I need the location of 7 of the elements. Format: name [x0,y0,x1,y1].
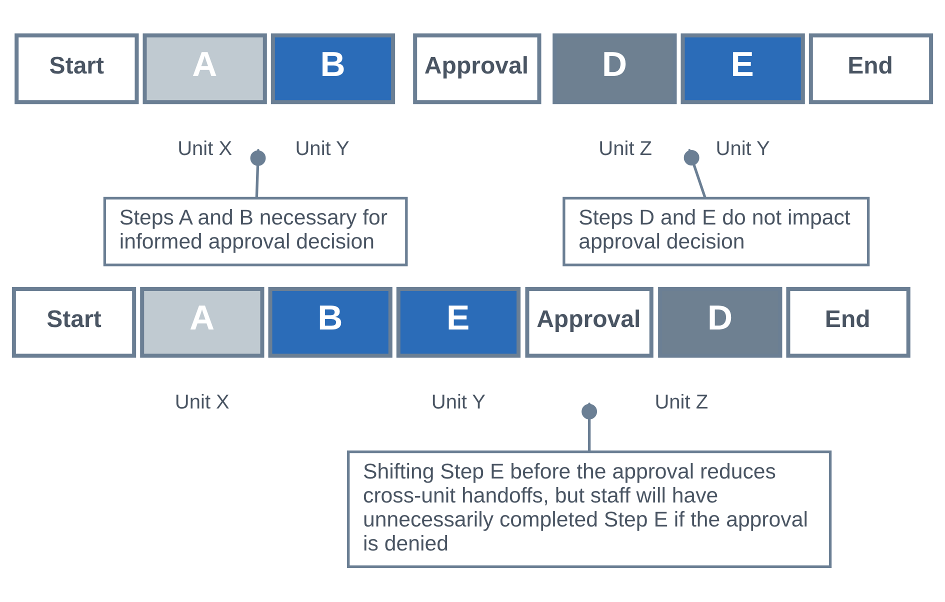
label: Unit Y [431,391,486,414]
node-label: Unit Z [654,391,708,414]
node-label: Unit X [174,391,230,414]
node-label: Unit Y [295,138,350,160]
node-label: Unit Z [598,138,652,160]
node-label: Unit Y [716,138,770,160]
node-label: Unit X [178,138,232,160]
